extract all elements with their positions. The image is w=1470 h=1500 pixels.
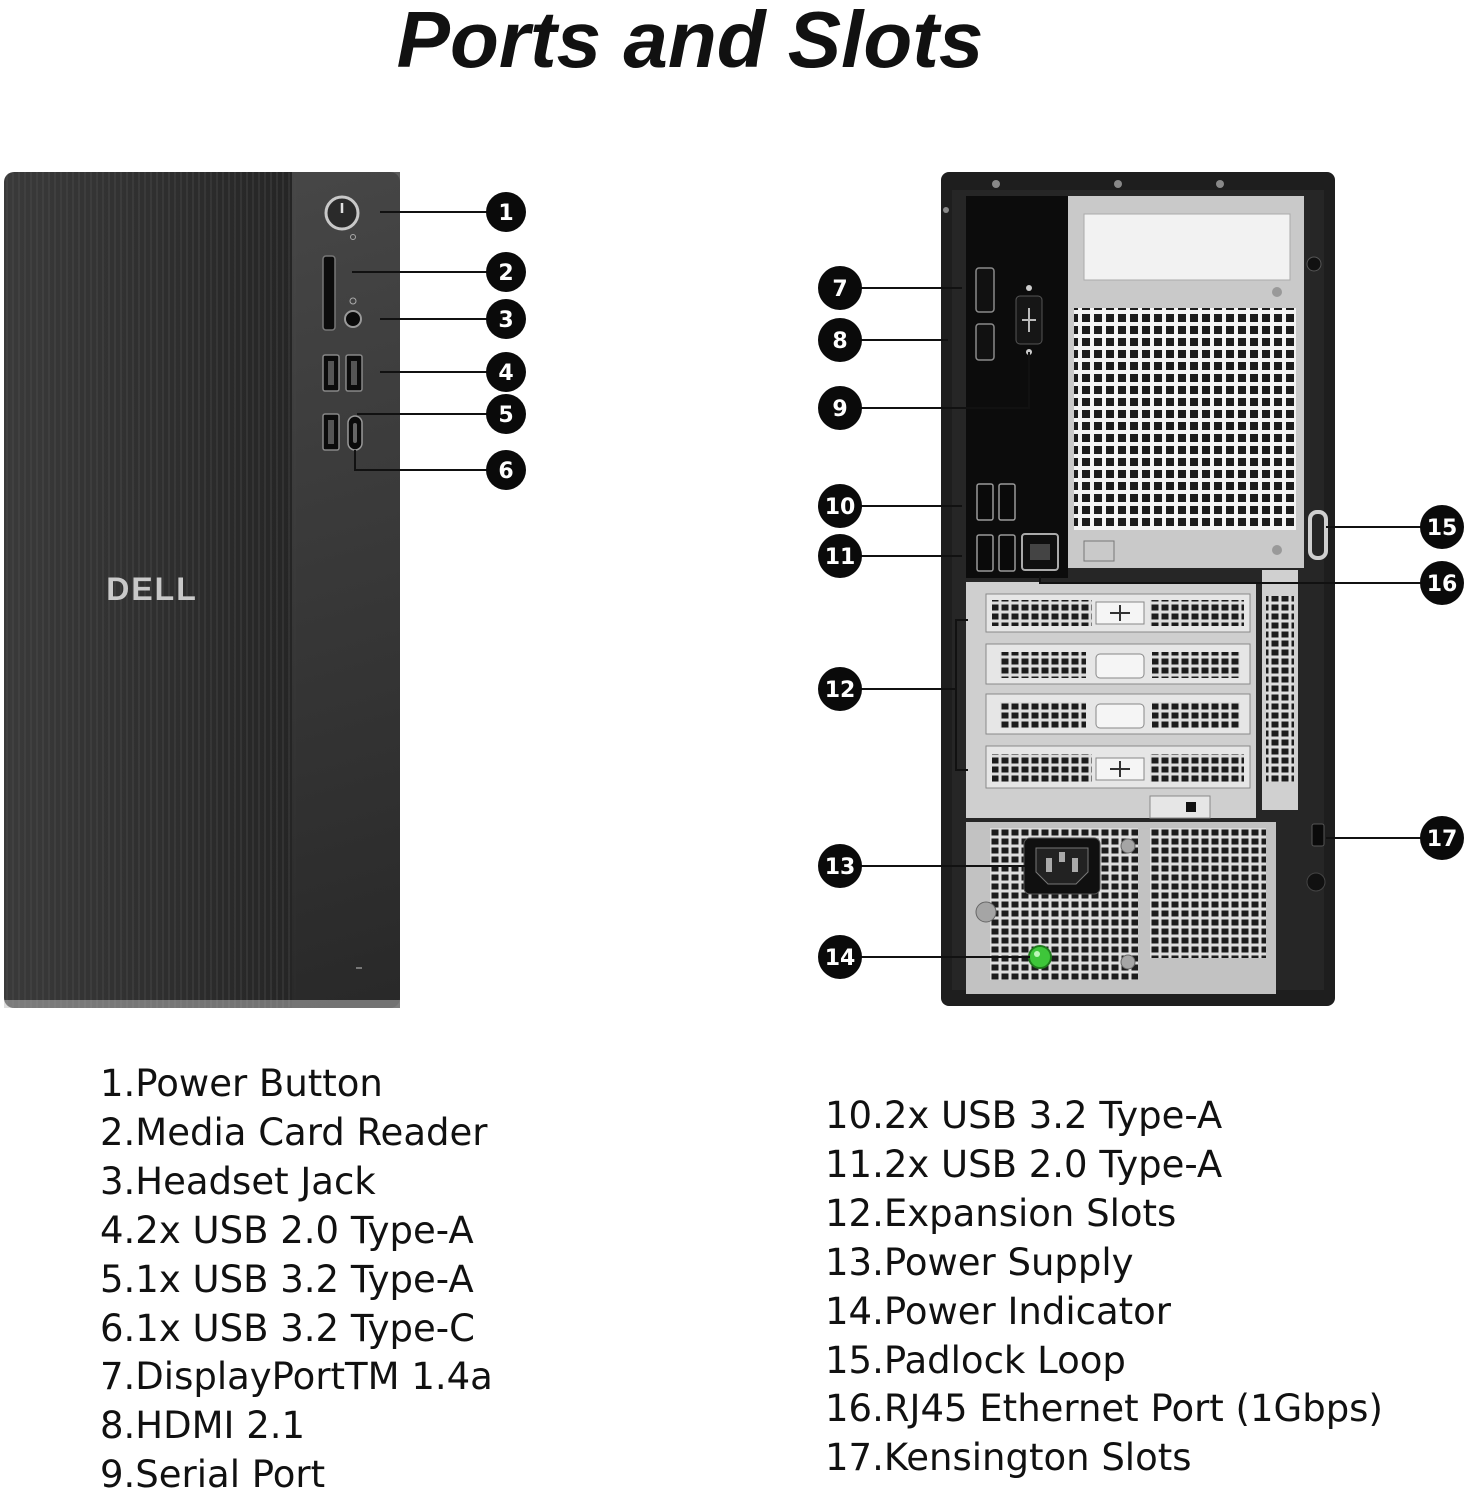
rear-top-vent bbox=[1074, 308, 1296, 530]
front-usb3-ports-icon bbox=[322, 413, 363, 451]
callout-10: 10 bbox=[818, 484, 862, 528]
svg-text:4: 4 bbox=[498, 361, 513, 386]
front-io-panel bbox=[292, 172, 400, 1008]
legend-item: 12.Expansion Slots bbox=[825, 1191, 1177, 1235]
legend-item: 4.2x USB 2.0 Type-A bbox=[100, 1208, 474, 1252]
svg-text:9: 9 bbox=[832, 397, 847, 422]
legend-item: 3.Headset Jack bbox=[100, 1159, 376, 1203]
callout-12: 12 bbox=[818, 667, 862, 711]
headset-jack-icon bbox=[344, 310, 362, 328]
svg-text:1: 1 bbox=[498, 201, 513, 226]
legend-item: 7.DisplayPortTM 1.4a bbox=[100, 1355, 493, 1399]
card-reader-slot-icon bbox=[322, 255, 336, 331]
svg-text:11: 11 bbox=[825, 545, 856, 570]
legend-item: 11.2x USB 2.0 Type-A bbox=[825, 1142, 1223, 1186]
callout-13: 13 bbox=[818, 844, 862, 888]
callout-6: 6 bbox=[486, 450, 526, 490]
callout-7: 7 bbox=[818, 266, 862, 310]
callout-4: 4 bbox=[486, 352, 526, 392]
svg-text:3: 3 bbox=[498, 308, 513, 333]
svg-text:14: 14 bbox=[825, 946, 856, 971]
legend-item: 13.Power Supply bbox=[825, 1240, 1134, 1284]
product-diagram: DELL bbox=[4, 172, 1464, 1008]
svg-text:15: 15 bbox=[1427, 516, 1458, 541]
callout-8: 8 bbox=[818, 318, 862, 362]
legend-item: 8.HDMI 2.1 bbox=[100, 1404, 306, 1448]
callout-11: 11 bbox=[818, 534, 862, 578]
callout-9: 9 bbox=[818, 386, 862, 430]
legend-item: 15.Padlock Loop bbox=[825, 1338, 1126, 1382]
expansion-slot-covers bbox=[985, 593, 1251, 789]
svg-text:17: 17 bbox=[1427, 827, 1458, 852]
callout-5: 5 bbox=[486, 394, 526, 434]
svg-text:16: 16 bbox=[1427, 572, 1458, 597]
front-view: DELL bbox=[4, 172, 400, 1008]
legend-item: 16.RJ45 Ethernet Port (1Gbps) bbox=[825, 1387, 1383, 1431]
legend-item: 14.Power Indicator bbox=[825, 1289, 1171, 1333]
front-usb2-ports-icon bbox=[322, 354, 363, 392]
legend-left: 1.Power Button 2.Media Card Reader 3.Hea… bbox=[100, 1060, 493, 1500]
legend-right: 10.2x USB 3.2 Type-A 11.2x USB 2.0 Type-… bbox=[825, 1092, 1383, 1483]
legend-item: 2.Media Card Reader bbox=[100, 1110, 488, 1154]
svg-text:5: 5 bbox=[498, 403, 513, 428]
front-ribbed-texture bbox=[4, 172, 296, 1008]
legend-item: 1.Power Button bbox=[100, 1062, 383, 1105]
callout-15: 15 bbox=[1420, 505, 1464, 549]
page-title: Ports and Slots bbox=[396, 0, 984, 84]
svg-text:6: 6 bbox=[498, 459, 513, 484]
svg-text:10: 10 bbox=[825, 495, 856, 520]
front-leader-lines bbox=[352, 211, 488, 471]
legend-item: 9.Serial Port bbox=[100, 1453, 326, 1497]
callout-17: 17 bbox=[1420, 816, 1464, 860]
legend-item: 5.1x USB 3.2 Type-A bbox=[100, 1257, 474, 1301]
padlock-loop-icon bbox=[1308, 510, 1328, 560]
callout-badges: 1 2 3 4 5 6 7 8 9 10 11 12 13 14 15 16 1… bbox=[486, 192, 1464, 979]
rear-leader-lines bbox=[858, 287, 1424, 958]
svg-text:2: 2 bbox=[498, 261, 513, 286]
callout-1: 1 bbox=[486, 192, 526, 232]
callout-14: 14 bbox=[818, 935, 862, 979]
svg-text:12: 12 bbox=[825, 678, 856, 703]
svg-text:13: 13 bbox=[825, 855, 856, 880]
legend-item: 6.1x USB 3.2 Type-C bbox=[100, 1306, 475, 1350]
power-indicator-led bbox=[1028, 945, 1052, 969]
callout-2: 2 bbox=[486, 252, 526, 292]
callout-3: 3 bbox=[486, 299, 526, 339]
callout-16: 16 bbox=[1420, 561, 1464, 605]
svg-text:7: 7 bbox=[832, 277, 847, 302]
kensington-slot-icon bbox=[1311, 823, 1325, 847]
dell-logo: DELL bbox=[106, 571, 198, 607]
legend-item: 17.Kensington Slots bbox=[825, 1436, 1192, 1480]
legend-item: 10.2x USB 3.2 Type-A bbox=[825, 1094, 1223, 1137]
svg-text:8: 8 bbox=[832, 329, 847, 354]
rear-view bbox=[941, 172, 1335, 1006]
